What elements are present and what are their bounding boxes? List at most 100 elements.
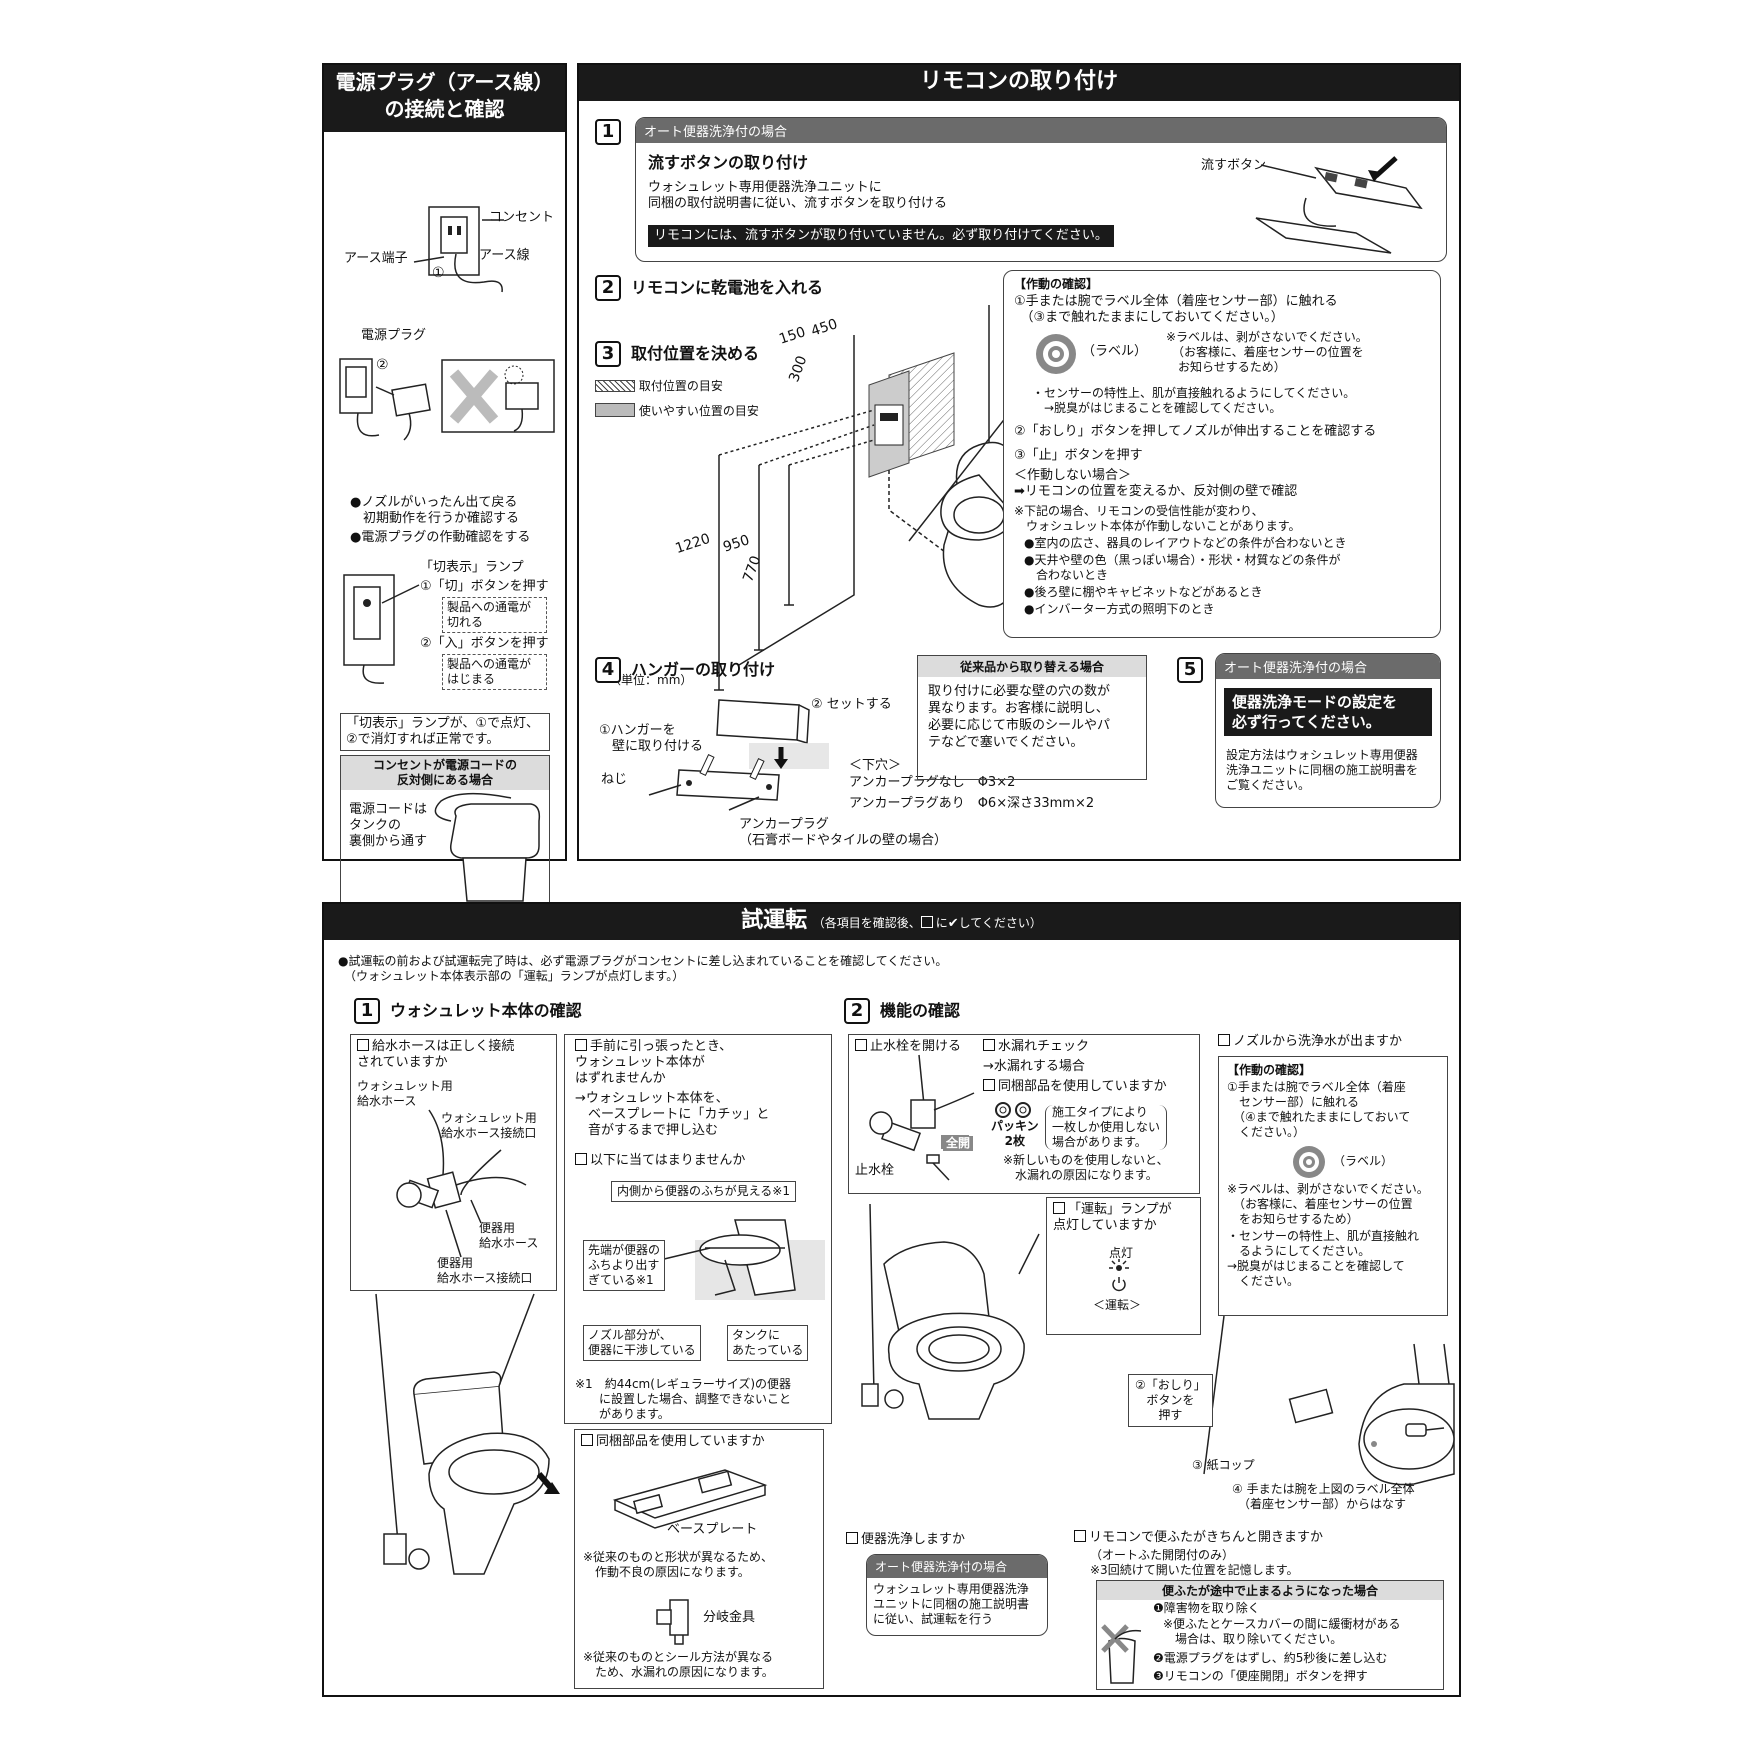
- leak-checkbox[interactable]: [983, 1039, 995, 1051]
- pull-question-text: 手前に引っ張ったとき、 ウォシュレット本体が はずれませんか: [575, 1039, 733, 1086]
- label-row: （ラベル） ※ラベルは、剥がさないでください。 （お客様に、着座センサーの位置を…: [1014, 330, 1430, 386]
- flush-button-text: ウォシュレット専用便器洗浄ユニットに 同梱の取付説明書に従い、流すボタンを取り付…: [648, 180, 948, 211]
- pull-checkbox[interactable]: [575, 1039, 587, 1051]
- hose-question-text: 給水ホースは正しく接続 されていますか: [357, 1039, 515, 1070]
- parts2-checkbox[interactable]: [983, 1079, 995, 1091]
- tank-illustration: [434, 792, 541, 902]
- lid-illustration: [1101, 1624, 1142, 1684]
- nozzle-label-row: （ラベル）: [1227, 1140, 1439, 1182]
- branch-fitting-note: ※従来のものとシール方法が異なる ため、水漏れの原因になります。: [583, 1650, 774, 1679]
- nozzle-illustration: [659, 1219, 825, 1300]
- legend-hatch-label: 取付位置の目安: [638, 379, 723, 393]
- valve-box: 止水栓を開ける 全開 止水栓 水漏れチェック →水漏れする場合 同梱部品を使用し…: [848, 1034, 1200, 1194]
- function-check-heading: 機能の確認: [880, 1001, 961, 1020]
- nozzle-checkbox[interactable]: [1218, 1034, 1230, 1046]
- hose-checkbox[interactable]: [357, 1039, 369, 1051]
- note-tank-hit: タンクに あたっている: [727, 1325, 809, 1361]
- hanger-mount: ①ハンガーを 壁に取り付ける: [599, 723, 704, 754]
- toilet-hose-label: 便器用 給水ホース: [479, 1221, 539, 1250]
- lamp-on-label: 点灯: [1109, 1246, 1134, 1260]
- opposite-title: コンセントが電源コードの 反対側にある場合: [341, 756, 549, 790]
- lid-sub: （オートふた開閉付のみ） ※3回続けて開いた位置を記憶します。: [1090, 1548, 1299, 1577]
- branch-fitting-label: 分岐金具: [703, 1610, 756, 1625]
- flush-question-text: 便器洗浄しますか: [861, 1532, 966, 1547]
- lamp-box: 「運転」ランプが 点灯していますか 点灯 ＜運転＞: [1046, 1197, 1201, 1335]
- receiver-note: ※下記の場合、リモコンの受信性能が変わり、 ウォシュレット本体が作動しないことが…: [1014, 504, 1301, 533]
- operation-step-1: ①手または腕でラベル全体（着座センサー部）に触れる （③まで触れたままにしておい…: [1014, 294, 1338, 325]
- nozzle-check-title: 【作動の確認】: [1227, 1063, 1312, 1077]
- lamp-label: 「切表示」ランプ: [420, 560, 524, 575]
- flush-question: 便器洗浄しますか: [846, 1532, 965, 1548]
- parts-question: 同梱部品を使用していますか: [581, 1434, 765, 1450]
- packing-label: パッキン 2枚: [991, 1119, 1039, 1148]
- receiver-bullet-2: ●天井や壁の色（黒っぽい場合）・形状・材質などの条件が 合わないとき: [1024, 553, 1341, 582]
- auto-flush-text: ウォシュレット専用便器洗浄 ユニットに同梱の施工説明書 に従い、試運転を行う: [873, 1582, 1030, 1626]
- parts-checkbox[interactable]: [581, 1434, 593, 1446]
- lamp-checkbox[interactable]: [1053, 1202, 1065, 1214]
- earth-wire-label: アース線: [479, 248, 530, 263]
- oshiri-note: ②「おしり」 ボタンを 押す: [1128, 1374, 1213, 1427]
- packing-note: 施工タイプにより 一枚しか使用しない 場合があります。: [1045, 1105, 1168, 1150]
- parts2-question-text: 同梱部品を使用していますか: [998, 1079, 1167, 1094]
- legend-hatch: 取付位置の目安: [595, 379, 723, 394]
- remote-panel: リモコンの取り付け 1 オート便器洗浄付の場合 流すボタンの取り付け ウォシュレ…: [577, 63, 1461, 861]
- hanger-set: ② セットする: [811, 697, 892, 712]
- note-checkbox: [920, 916, 933, 928]
- leak-answer: →水漏れする場合: [983, 1059, 1085, 1074]
- lid-checkbox[interactable]: [1074, 1530, 1086, 1542]
- nozzle-check-box: 【作動の確認】 ①手または腕でラベル全体（着座 センサー部）に触れる （④まで触…: [1218, 1056, 1448, 1316]
- plug-illustration: [339, 358, 555, 441]
- flush-mode-text: 設定方法はウォシュレット専用便器 洗浄ユニットに同梱の施工説明書を ご覧ください…: [1226, 748, 1419, 792]
- pull-box: 手前に引っ張ったとき、 ウォシュレット本体が はずれませんか →ウォシュレット本…: [564, 1034, 832, 1424]
- not-working-action: ➡リモコンの位置を変えるか、反対側の壁で確認: [1014, 484, 1298, 499]
- off-step: ①「切」ボタンを押す: [420, 579, 549, 594]
- flush-mode-tag: オート便器洗浄付の場合: [1216, 654, 1440, 679]
- flush-button-box: オート便器洗浄付の場合 流すボタンの取り付け ウォシュレット専用便器洗浄ユニット…: [635, 117, 1447, 262]
- not-apply-question-text: 以下に当てはまりませんか: [590, 1153, 746, 1168]
- switch-illustration: [343, 574, 420, 684]
- valve-full-open: 全開: [943, 1136, 974, 1151]
- pull-answer: →ウォシュレット本体を、 ベースプレートに「カチッ」と 音がするまで押し込む: [575, 1091, 770, 1138]
- parts2-question: 同梱部品を使用していますか: [983, 1079, 1167, 1095]
- lid-box-title: 便ふたが途中で止まるようになった場合: [1097, 1581, 1443, 1600]
- lid-step-1-note: ※便ふたとケースカバーの間に緩衝材がある 場合は、取り除いてください。: [1163, 1617, 1401, 1646]
- anchor-none: アンカープラグなし Φ3×2: [849, 775, 1016, 790]
- auto-flush-tag-test: オート便器洗浄付の場合: [867, 1555, 1047, 1578]
- toilet-hose-port-label: 便器用 給水ホース接続口: [437, 1256, 533, 1285]
- power-bullet-1: ●ノズルがいったん出て戻る 初期動作を行うか確認する: [350, 495, 520, 526]
- test-run-intro: ●試運転の前および試運転完了時は、必ず電源プラグがコンセントに差し込まれているこ…: [338, 954, 948, 983]
- flush-mode-box: オート便器洗浄付の場合 便器洗浄モードの設定を 必ず行ってください。 設定方法は…: [1215, 653, 1441, 808]
- packing-warning: ※新しいものを使用しないと、 水漏れの原因になります。: [1003, 1153, 1169, 1182]
- outlet-illustration: [413, 206, 504, 293]
- not-apply-checkbox[interactable]: [575, 1153, 587, 1165]
- release-note: ④ 手または腕を上図のラベル全体 （着座センサー部）からはなす: [1232, 1482, 1415, 1511]
- washlet-check-heading: ウォシュレット本体の確認: [390, 1001, 582, 1020]
- flush-button-heading: 流すボタンの取り付け: [648, 153, 809, 172]
- remote-step1-num: 1: [595, 119, 621, 145]
- base-plate-label: ベースプレート: [667, 1522, 758, 1537]
- sensor-label-note: ※ラベルは、剥がさないでください。 （お客様に、着座センサーの位置を お知らせす…: [1166, 330, 1368, 374]
- nozzle-sensor-label-icon: [1293, 1146, 1325, 1178]
- washlet-hose-port-label: ウォシュレット用 給水ホース接続口: [441, 1111, 537, 1140]
- operation-step-3: ③「止」ボタンを押す: [1014, 448, 1143, 463]
- position-diagram: [714, 305, 1040, 691]
- test-step1-num: 1: [354, 998, 380, 1024]
- lamp-result: 「切表示」ランプが、①で点灯、 ②で消灯すれば正常です。: [340, 713, 550, 751]
- valve-checkbox[interactable]: [855, 1039, 867, 1051]
- lid-step-2: ❷電源プラグをはずし、約5秒後に差し込む: [1153, 1651, 1388, 1665]
- valve-question-text: 止水栓を開ける: [870, 1039, 962, 1054]
- washlet-hose-label: ウォシュレット用 給水ホース: [357, 1079, 453, 1108]
- branch-fitting-illustration: [656, 1599, 689, 1645]
- power-title: 電源プラグ（アース線） の接続と確認: [324, 65, 565, 132]
- paper-cup: ③ 紙コップ: [1192, 1458, 1255, 1472]
- step-num-2: ②: [376, 357, 389, 373]
- test-run-title: 試運転: [741, 908, 808, 933]
- remote-step3-num: 3: [595, 341, 621, 367]
- nozzle-label-note: ※ラベルは、剥がさないでください。 （お客様に、着座センサーの位置 をお知らせす…: [1227, 1182, 1429, 1226]
- flush-checkbox[interactable]: [846, 1532, 858, 1544]
- note-rim-visible: 内側から便器のふちが見える※1: [611, 1181, 796, 1202]
- test-run-note-post: に: [935, 916, 948, 930]
- note-nozzle-interfere: ノズル部分が、 便器に干渉している: [583, 1325, 701, 1361]
- lid-step-3: ❸リモコンの「便座開閉」ボタンを押す: [1153, 1669, 1368, 1683]
- valve-label: 止水栓: [855, 1163, 895, 1178]
